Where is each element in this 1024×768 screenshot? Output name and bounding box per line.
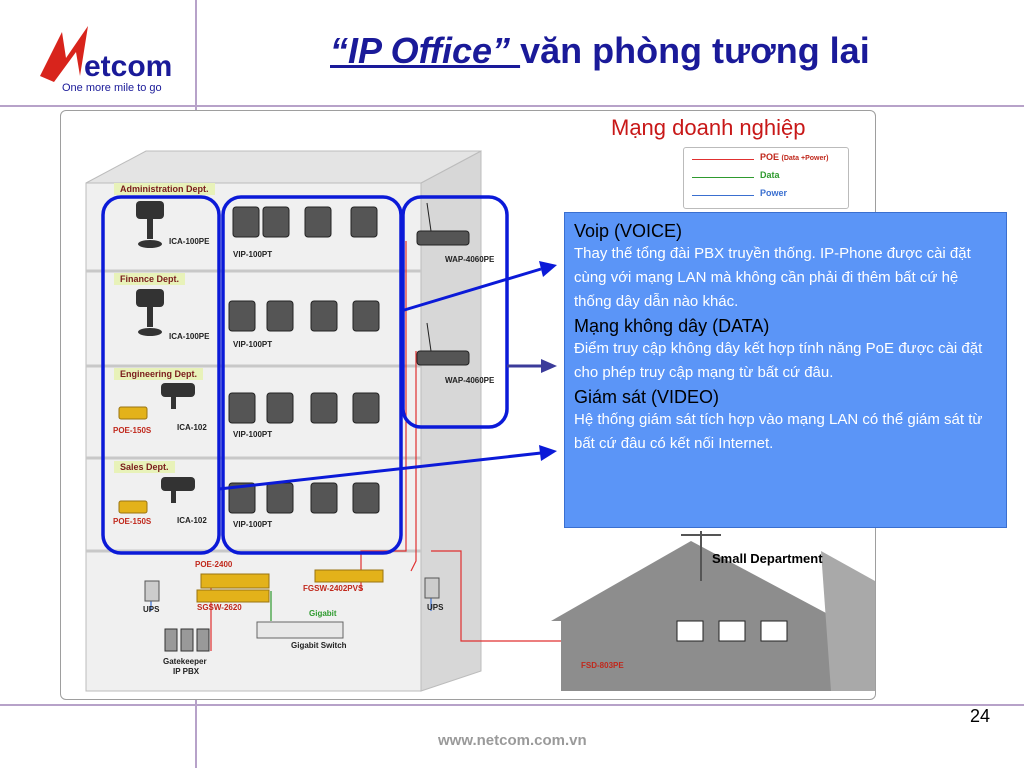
- dept-sales: Sales Dept.: [114, 461, 175, 473]
- slide-title-rest: văn phòng tương lai: [520, 30, 870, 71]
- label-gigabit-switch: Gigabit Switch: [291, 641, 347, 650]
- netcom-logo: etcom One more mile to go: [32, 18, 192, 98]
- network-title: Mạng doanh nghiệp: [611, 115, 806, 140]
- header-divider: [0, 105, 1024, 107]
- dept-engineering: Engineering Dept.: [114, 368, 204, 380]
- label-poe-2400: POE-2400: [195, 560, 233, 569]
- legend-poe: POE (Data +Power): [692, 152, 842, 166]
- legend-poe-note: (Data +Power): [781, 155, 829, 162]
- network-diagram-drawing: [85, 150, 875, 692]
- legend-power: Power: [692, 188, 842, 202]
- poe-injector-engineering: POE-150S: [113, 426, 152, 435]
- poe-injector-sales: POE-150S: [113, 517, 152, 526]
- camera-model-engineering: ICA-102: [177, 423, 207, 432]
- logo-word: etcom: [84, 50, 172, 83]
- small-department-label: Small Department: [712, 551, 823, 566]
- camera-model-finance: ICA-100PE: [169, 332, 210, 341]
- label-ups-right: UPS: [427, 603, 444, 612]
- page-number: 24: [970, 706, 991, 726]
- ap-model-2: WAP-4060PE: [445, 376, 495, 385]
- voip-heading: Voip (VOICE): [574, 221, 683, 241]
- slide-title-quoted: “IP Office”: [330, 30, 521, 71]
- dept-administration: Administration Dept.: [114, 183, 215, 195]
- phones-model-admin: VIP-100PT: [233, 250, 273, 259]
- label-fsd-803pe: FSD-803PE: [581, 661, 624, 670]
- footer-divider: [0, 704, 1024, 706]
- dept-finance: Finance Dept.: [114, 273, 186, 285]
- legend-data-label: Data: [760, 170, 780, 180]
- label-sgsw-2620: SGSW-2620: [197, 603, 242, 612]
- phones-model-finance: VIP-100PT: [233, 340, 273, 349]
- phones-model-sales: VIP-100PT: [233, 520, 273, 529]
- legend-poe-label: POE: [760, 152, 780, 162]
- label-gatekeeper: Gatekeeper: [163, 657, 207, 666]
- slide-title: “IP Office” văn phòng tương lai: [330, 30, 870, 72]
- camera-model-sales: ICA-102: [177, 516, 207, 525]
- wifi-text: Điểm truy cập không dây kết hợp tính năn…: [574, 340, 983, 381]
- legend-power-label: Power: [760, 188, 788, 198]
- logo-tagline: One more mile to go: [62, 82, 162, 94]
- phones-model-engineering: VIP-100PT: [233, 430, 273, 439]
- ap-model-1: WAP-4060PE: [445, 255, 495, 264]
- cctv-text: Hệ thống giám sát tích hợp vào mạng LAN …: [574, 411, 983, 452]
- wifi-heading: Mạng không dây (DATA): [574, 316, 770, 336]
- camera-model-admin: ICA-100PE: [169, 237, 210, 246]
- info-box: Voip (VOICE) Thay thế tổng đài PBX truyề…: [564, 212, 1007, 528]
- label-gigabit-link: Gigabit: [309, 609, 337, 618]
- footer-url: www.netcom.com.vn: [438, 732, 587, 749]
- legend: POE (Data +Power) Data Power: [683, 147, 849, 209]
- voip-text: Thay thế tổng đài PBX truyền thống. IP-P…: [574, 245, 971, 310]
- label-fgsw-2402pvs: FGSW-2402PVS: [303, 584, 364, 593]
- label-ip-pbx: IP PBX: [173, 667, 200, 676]
- cctv-heading: Giám sát (VIDEO): [574, 387, 720, 407]
- label-ups-left: UPS: [143, 605, 160, 614]
- network-diagram: Mạng doanh nghiệp POE (Data +Power) Data…: [60, 110, 876, 700]
- legend-data: Data: [692, 170, 842, 184]
